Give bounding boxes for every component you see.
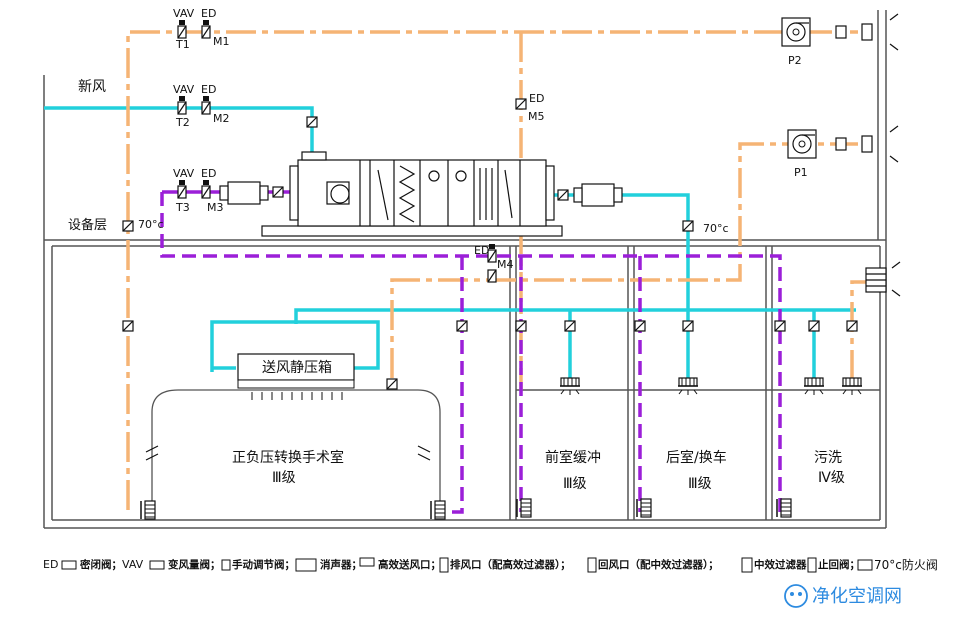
silencer-supply	[573, 183, 623, 207]
svg-text:T2: T2	[175, 116, 190, 129]
svg-text:ED: ED	[474, 244, 489, 257]
svg-text:ED: ED	[529, 92, 544, 105]
equipment-floor-label: 设备层	[68, 217, 107, 233]
supply-diffusers	[559, 377, 863, 396]
fan-p1-icon	[787, 129, 817, 159]
wash-name: 污洗	[814, 450, 842, 466]
silencer-return	[219, 181, 269, 205]
fresh-air-duct	[44, 106, 856, 380]
temp-label-right: 70°c	[703, 222, 729, 235]
legend-vav-desc: 变风量阀；	[168, 558, 221, 571]
svg-text:VAV: VAV	[173, 7, 195, 20]
legend-filter: 中效过滤器；	[754, 558, 817, 571]
watermark: 净化空调网	[784, 584, 902, 608]
svg-text:M2: M2	[213, 112, 230, 125]
svg-text:ED: ED	[201, 167, 216, 180]
svg-text:T1: T1	[175, 38, 190, 51]
svg-text:VAV: VAV	[173, 167, 195, 180]
or-room-grade: Ⅲ级	[272, 470, 296, 486]
exhaust-duct	[126, 30, 866, 510]
legend-manual: 手动调节阀；	[232, 558, 295, 571]
plenum-label: 送风静压箱	[262, 360, 332, 376]
legend: ED 密闭阀； VAV 变风量阀； 手动调节阀； 消声器； 高效送风口； 排风口…	[43, 557, 938, 573]
or-room-outline	[151, 389, 441, 510]
building-walls	[43, 10, 887, 529]
svg-text:M3: M3	[207, 201, 224, 214]
fresh-air-label: 新风	[78, 79, 106, 95]
svg-text:ED: ED	[201, 83, 216, 96]
legend-hepa: 高效送风口；	[378, 558, 441, 571]
fan-p2-icon	[781, 17, 811, 47]
or-room-name: 正负压转换手术室	[232, 449, 344, 466]
svg-text:T3: T3	[175, 201, 190, 214]
supply-plenum	[237, 353, 355, 400]
backroom-grade: Ⅲ级	[688, 476, 712, 492]
exhaust-hoods	[835, 13, 901, 297]
svg-text:ED: ED	[201, 7, 216, 20]
svg-text:M1: M1	[213, 35, 230, 48]
legend-silencer: 消声器；	[320, 558, 362, 571]
svg-text:M5: M5	[528, 110, 545, 123]
backroom-name: 后室/换车	[666, 449, 727, 466]
valve-labels: VAV ED T1 M1 VAV ED T2 M2 VAV ED T3 M3 E…	[173, 7, 545, 271]
fan-p2-label: P2	[788, 54, 802, 67]
legend-ed: ED	[43, 558, 58, 571]
legend-return: 回风口（配中效过滤器）；	[598, 558, 719, 571]
wash-grade: Ⅳ级	[818, 470, 845, 486]
svg-text:VAV: VAV	[173, 83, 195, 96]
door-marks	[145, 445, 431, 461]
fan-p1-label: P1	[794, 166, 808, 179]
anteroom-name: 前室缓冲	[545, 449, 601, 466]
legend-exhaust: 排风口（配高效过滤器）；	[450, 558, 571, 571]
anteroom-grade: Ⅲ级	[563, 476, 587, 492]
legend-fire: 70°c防火阀	[874, 557, 938, 572]
svg-text:M4: M4	[497, 258, 514, 271]
legend-check: 止回阀；	[818, 558, 860, 571]
return-duct	[160, 192, 782, 514]
watermark-text: 净化空调网	[812, 586, 902, 607]
legend-ed-desc: 密闭阀；	[80, 558, 122, 571]
wall-grilles	[140, 498, 792, 520]
legend-vav: VAV	[122, 558, 144, 571]
temp-label-left: 70°c	[138, 218, 164, 231]
air-handling-unit	[261, 151, 563, 237]
